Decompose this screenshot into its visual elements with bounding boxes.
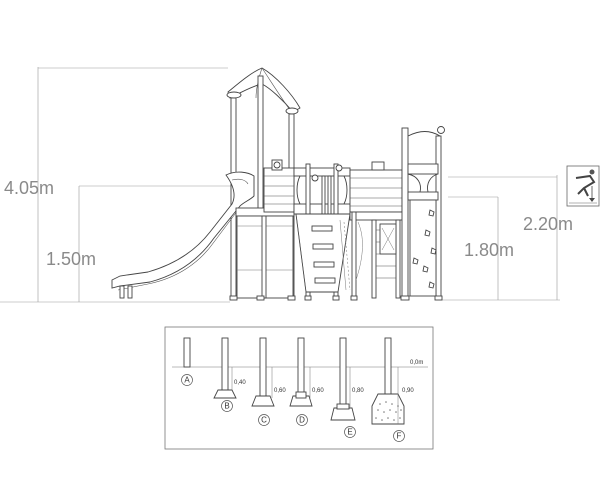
svg-text:A: A — [184, 376, 190, 385]
right-tower — [401, 126, 445, 299]
svg-text:E: E — [347, 428, 352, 437]
right-total-height-label: 2.20m — [523, 214, 573, 234]
dimension-overall-height: 4.05m — [0, 67, 230, 303]
svg-text:0,80: 0,80 — [352, 388, 364, 394]
playground-structure — [111, 67, 445, 301]
svg-text:0,60: 0,60 — [274, 388, 286, 394]
svg-text:C: C — [261, 416, 267, 425]
center-panels — [263, 159, 295, 213]
svg-text:0,40: 0,40 — [234, 380, 246, 386]
child-fall-height-icon — [566, 165, 600, 207]
foundation-c: 0,60 C — [251, 337, 286, 426]
foundation-d: 0,60 D — [289, 337, 324, 426]
ladder — [355, 219, 401, 299]
central-platform — [235, 207, 295, 299]
svg-text:0,90: 0,90 — [402, 388, 414, 394]
foundation-f: 0,90 F — [371, 337, 414, 442]
dimension-slide-height: 1.50m — [46, 185, 232, 302]
slide-height-label: 1.50m — [46, 249, 96, 269]
ground-depth-label: 0,0m — [410, 360, 423, 366]
svg-text:0,60: 0,60 — [312, 388, 324, 394]
overall-height-label: 4.05m — [4, 178, 54, 198]
svg-text:B: B — [224, 402, 229, 411]
foundation-e: 0,80 E — [330, 337, 364, 438]
dimension-right-platform: 1.80m — [448, 196, 514, 300]
roof — [226, 67, 301, 115]
right-platform-height-label: 1.80m — [464, 240, 514, 260]
svg-text:D: D — [299, 416, 305, 425]
svg-text:F: F — [397, 432, 402, 441]
foundation-b: 0,40 B — [213, 337, 246, 412]
ground-feet — [229, 295, 443, 301]
right-bridge — [349, 161, 407, 299]
slide — [111, 171, 255, 299]
dimension-right-total: 2.20m — [448, 175, 573, 300]
climbing-ramp — [295, 213, 351, 293]
foundations-detail: 0,0m A 0,40 B 0,60 C — [164, 326, 434, 450]
foundation-a: A — [181, 337, 193, 386]
